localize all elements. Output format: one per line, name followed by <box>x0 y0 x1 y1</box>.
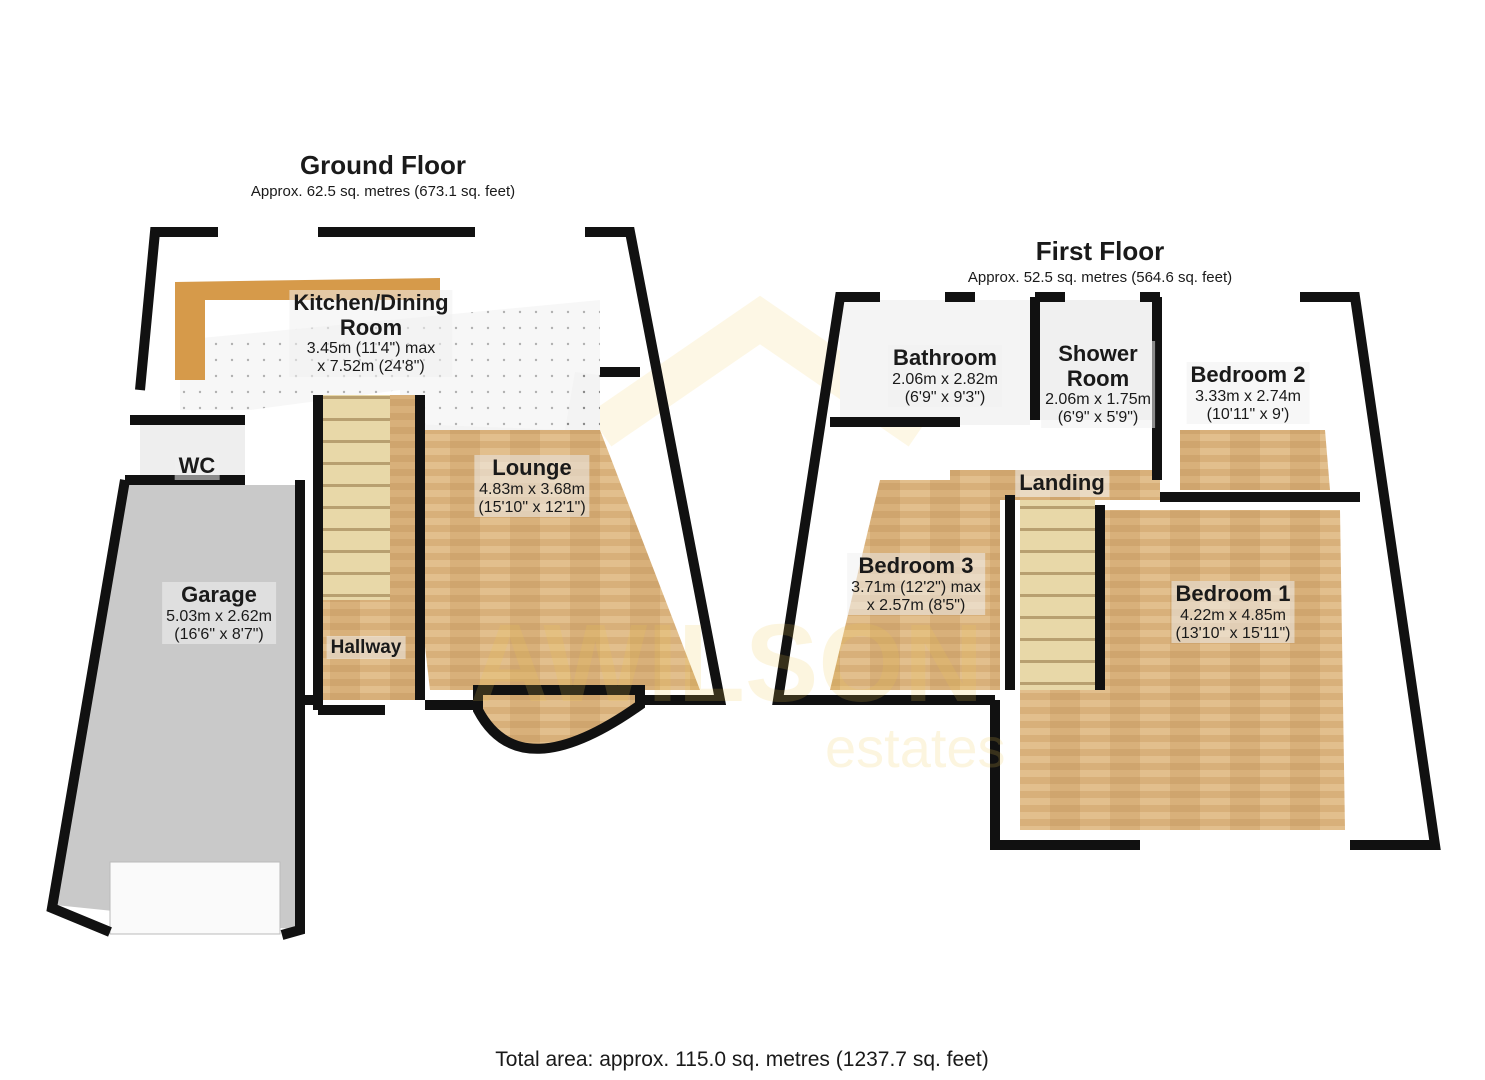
room-dimensions-imperial: (16'6" x 8'7") <box>174 625 264 643</box>
ground-floor-area: Approx. 62.5 sq. metres (673.1 sq. feet) <box>250 183 516 200</box>
room-name: Bathroom <box>893 345 997 370</box>
room-label-garage: Garage 5.03m x 2.62m (16'6" x 8'7") <box>162 582 276 645</box>
garage-door <box>109 861 281 935</box>
room-dimensions-metric: 3.45m (11'4") max <box>306 340 436 358</box>
bedroom2-wood <box>1180 430 1330 490</box>
room-dimensions-imperial: (13'10" x 15'11") <box>1175 624 1291 642</box>
room-dimensions-secondary: x 2.57m (8'5") <box>866 596 966 614</box>
room-label-landing: Landing <box>1015 470 1109 497</box>
room-dimensions-secondary: x 7.52m (24'8") <box>317 358 425 376</box>
room-label-bathroom: Bathroom 2.06m x 2.82m (6'9" x 9'3") <box>888 345 1002 408</box>
room-label-shower-room: Shower Room 2.06m x 1.75m (6'9" x 5'9") <box>1041 341 1155 429</box>
ground-floor-heading: Ground Floor Approx. 62.5 sq. metres (67… <box>251 150 515 200</box>
room-dimensions-metric: 3.71m (12'2") max <box>851 578 981 596</box>
room-label-bedroom-3: Bedroom 3 3.71m (12'2") max x 2.57m (8'5… <box>847 553 985 616</box>
room-dimensions-imperial: (10'11" x 9') <box>1206 405 1290 423</box>
first-floor-title: First Floor <box>1035 236 1165 266</box>
room-dimensions-imperial: (15'10" x 12'1") <box>478 498 586 516</box>
ground-floor-walls <box>46 227 727 940</box>
room-label-bedroom-1: Bedroom 1 4.22m x 4.85m (13'10" x 15'11"… <box>1171 581 1295 644</box>
room-name: Kitchen/Dining <box>293 290 449 315</box>
watermark-brand: AWILSON <box>470 602 984 725</box>
room-name-line-2: Room <box>1066 365 1130 391</box>
room-name: Lounge <box>492 455 572 480</box>
room-label-wc: WC <box>174 453 220 480</box>
room-dimensions-metric: 4.83m x 3.68m <box>479 480 585 498</box>
room-name: Bedroom 1 <box>1175 581 1291 606</box>
room-dimensions-metric: 4.22m x 4.85m <box>1180 606 1286 624</box>
room-label-bedroom-2: Bedroom 2 3.33m x 2.74m (10'11" x 9') <box>1186 362 1310 425</box>
room-label-hallway: Hallway <box>326 636 406 660</box>
first-floor-heading: First Floor Approx. 52.5 sq. metres (564… <box>968 236 1232 286</box>
room-dimensions-metric: 3.33m x 2.74m <box>1195 387 1301 405</box>
room-label-kitchen: Kitchen/Dining Room 3.45m (11'4") max x … <box>289 290 453 378</box>
room-name: Bedroom 2 <box>1190 362 1306 387</box>
stairs <box>320 395 390 600</box>
room-dimensions-metric: 5.03m x 2.62m <box>166 607 272 625</box>
first-floor-walls <box>772 292 1441 850</box>
room-name: Garage <box>181 582 257 607</box>
room-dimensions-imperial: (6'9" x 9'3") <box>904 388 986 406</box>
room-dimensions-metric: 2.06m x 2.82m <box>892 370 998 388</box>
room-dimensions-metric: 2.06m x 1.75m <box>1045 391 1151 409</box>
landing-stairs <box>1020 500 1095 690</box>
room-dimensions-imperial: (6'9" x 5'9") <box>1057 409 1139 427</box>
room-label-lounge: Lounge 4.83m x 3.68m (15'10" x 12'1") <box>474 455 590 518</box>
room-name-line-2: Room <box>339 314 403 340</box>
room-name: WC <box>178 453 216 478</box>
ground-floor-title: Ground Floor <box>299 150 467 180</box>
room-name: Hallway <box>330 637 402 658</box>
watermark-sub: estates <box>825 716 1006 779</box>
room-name: Shower <box>1058 341 1138 366</box>
bay-window <box>473 685 645 754</box>
room-name: Bedroom 3 <box>858 553 974 578</box>
total-area: Total area: approx. 115.0 sq. metres (12… <box>495 1048 989 1071</box>
room-name: Landing <box>1019 470 1105 495</box>
first-floor-area: Approx. 52.5 sq. metres (564.6 sq. feet) <box>967 269 1233 286</box>
